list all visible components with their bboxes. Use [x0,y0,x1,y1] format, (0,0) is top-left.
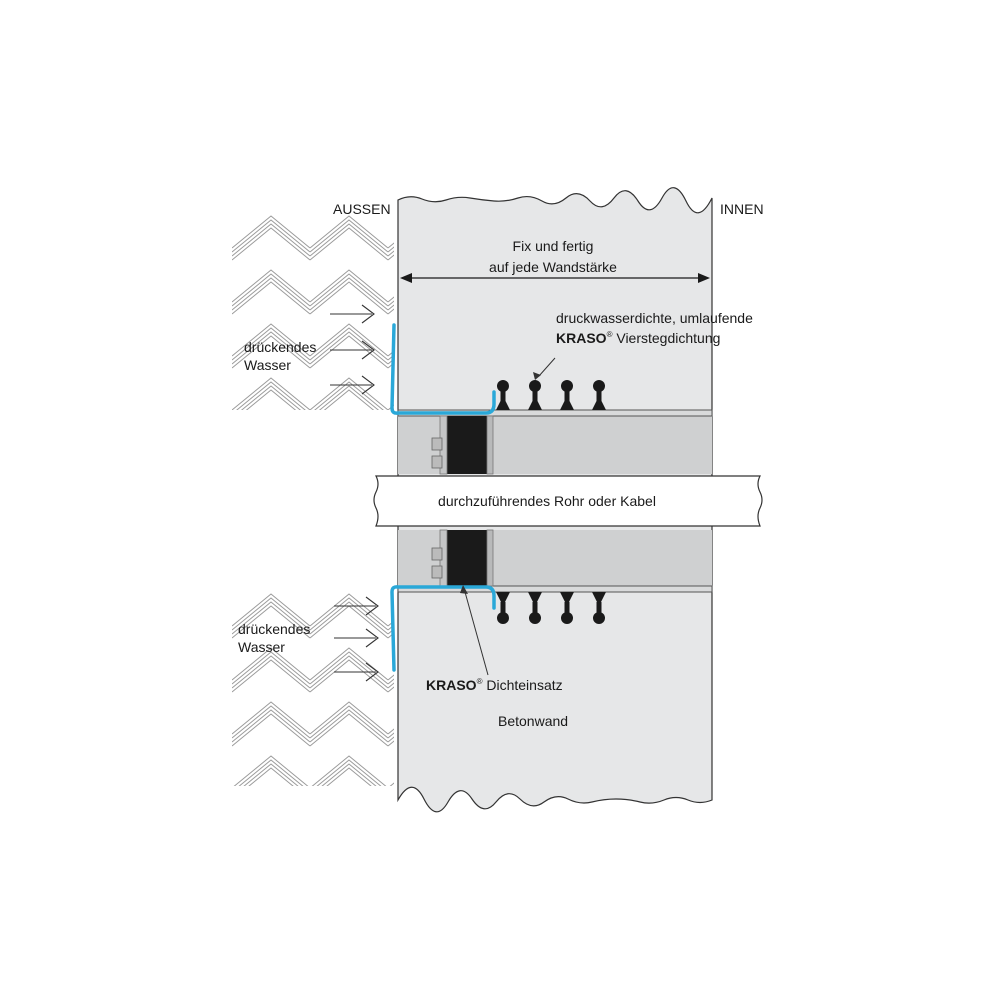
seal-rib-icon [496,380,606,624]
label-inside: INNEN [720,201,764,217]
water-hatch-top [232,208,394,410]
water-bottom-line1: drückendes [238,621,310,637]
insert-label-rest: Dichteinsatz [482,677,562,693]
insert-reg-mark: ® [477,677,483,686]
insert-plate-top [486,415,494,475]
pipe-label: durchzuführendes Rohr oder Kabel [438,493,656,509]
insert-label: KRASO® Dichteinsatz [426,677,563,693]
wall-label: Betonwand [498,713,568,729]
sealing-insert-bottom [447,530,487,586]
water-top-line1: drückendes [244,339,316,355]
bolt-icon [431,437,443,579]
dimension-line [400,273,710,283]
pipe [373,475,763,527]
seal-label-line1: druckwasserdichte, umlaufende [556,310,753,326]
insert-plate-bottom [486,529,494,587]
seal-reg-mark: ® [607,330,613,339]
dimension-text-line1: Fix und fertig [513,238,594,254]
water-hatch-bottom [232,590,394,786]
waterproofing-bottom [390,585,496,672]
seal-label-rest: Vierstegdichtung [612,330,720,346]
dimension-text-line2: auf jede Wandstärke [489,259,617,275]
seal-brand: KRASO [556,330,607,346]
water-bottom-line2: Wasser [238,639,285,655]
label-outside: AUSSEN [333,201,391,217]
water-top-line2: Wasser [244,357,291,373]
waterproofing-top [390,323,496,415]
insert-brand: KRASO [426,677,477,693]
seal-label-line2: KRASO® Vierstegdichtung [556,330,720,346]
sleeve-plate-bottom [397,585,713,593]
arrow-right-icon [330,304,379,682]
leader-lines [460,357,556,676]
sealing-insert-top [447,416,487,474]
